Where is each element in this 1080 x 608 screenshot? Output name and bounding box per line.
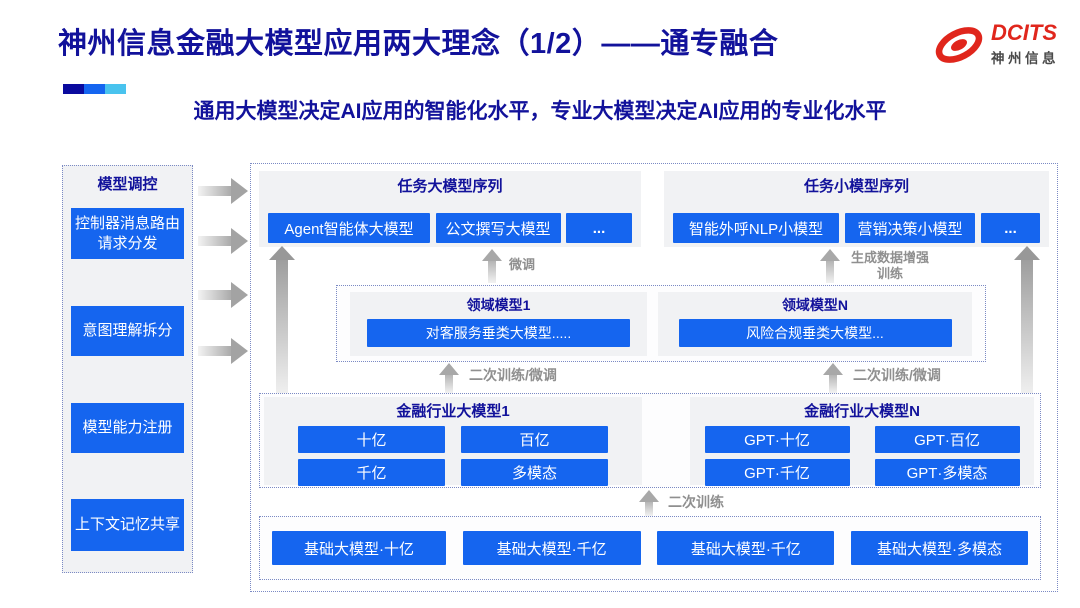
risk-compliance-model-box: 风险合规垂类大模型...: [678, 319, 952, 347]
fine-tune-label: 微调: [509, 257, 536, 272]
industry-model-n-panel: 金融行业大模型N GPT·十亿 GPT·百亿 GPT·千亿 GPT·多模态: [690, 397, 1034, 486]
model-architecture-container: 任务大模型序列 Agent智能体大模型 公文撰写大模型 ... 任务小模型序列 …: [250, 163, 1058, 592]
marketing-model-box: 营销决策小模型: [845, 213, 975, 243]
gpt-100b-box: GPT·千亿: [704, 459, 850, 486]
arrow-up-tall-right-icon: [1014, 246, 1040, 393]
retrain-left-label: 二次训练/微调: [469, 367, 557, 383]
industry-model-1-panel: 金融行业大模型1 十亿 百亿 千亿 多模态: [264, 397, 642, 486]
arrow-up-retrain-right-icon: [823, 363, 843, 393]
industry-models-box: 金融行业大模型1 十亿 百亿 千亿 多模态 金融行业大模型N GPT·十亿 GP…: [259, 393, 1041, 488]
company-logo: DCITS 神州信息: [933, 22, 1059, 67]
gpt-multimodal-box: GPT·多模态: [874, 459, 1020, 486]
title-underline-bars: [63, 84, 126, 94]
arrow-right-icon: [198, 178, 248, 204]
arrow-up-tall-left-icon: [269, 246, 295, 393]
agent-large-model-box: Agent智能体大模型: [268, 213, 430, 243]
arrow-up-augment-icon: [820, 249, 840, 283]
task-large-panel-title: 任务大模型序列: [397, 178, 503, 195]
logo-text: DCITS 神州信息: [991, 22, 1059, 67]
customer-service-model-box: 对客服务垂类大模型.....: [367, 319, 630, 347]
base-model-multimodal-box: 基础大模型·多模态: [850, 531, 1028, 565]
arrow-right-icon: [198, 228, 248, 254]
task-large-ellipsis-box: ...: [566, 213, 632, 243]
base-model-100b-box-b: 基础大模型·千亿: [657, 531, 835, 565]
retrain-right-label: 二次训练/微调: [853, 367, 941, 383]
model-control-sidebar: 模型调控 控制器消息路由请求分发 意图理解拆分 模型能力注册 上下文记忆共享: [62, 165, 193, 573]
industry-model-1-title: 金融行业大模型1: [396, 403, 510, 420]
domain-models-box: 领域模型1 对客服务垂类大模型..... 领域模型N 风险合规垂类大模型...: [336, 285, 986, 362]
sidebar-item-router: 控制器消息路由请求分发: [71, 208, 184, 259]
task-small-model-panel: 任务小模型序列 智能外呼NLP小模型 营销决策小模型 ...: [664, 171, 1049, 247]
industry-model-n-grid: GPT·十亿 GPT·百亿 GPT·千亿 GPT·多模态: [690, 426, 1034, 486]
dcits-swirl-icon: [935, 26, 983, 63]
arrow-right-icon: [198, 338, 248, 364]
doc-writing-model-box: 公文撰写大模型: [435, 213, 561, 243]
gpt-1b-box: GPT·十亿: [704, 426, 850, 453]
domain-model-1-panel: 领域模型1 对客服务垂类大模型.....: [350, 292, 647, 356]
task-small-buttons: 智能外呼NLP小模型 营销决策小模型 ...: [664, 213, 1049, 243]
arrow-right-icon: [198, 282, 248, 308]
arrow-up-finetune-icon: [482, 249, 502, 283]
scale-1b-box: 十亿: [298, 426, 445, 453]
task-small-ellipsis-box: ...: [981, 213, 1040, 243]
arrow-up-retrain-bottom-icon: [639, 490, 659, 516]
task-large-buttons: Agent智能体大模型 公文撰写大模型 ...: [259, 213, 641, 243]
arrow-up-retrain-left-icon: [439, 363, 459, 393]
logo-brand-cn: 神州信息: [991, 51, 1059, 66]
sidebar-title: 模型调控: [97, 176, 158, 193]
task-large-model-panel: 任务大模型序列 Agent智能体大模型 公文撰写大模型 ...: [259, 171, 641, 247]
scale-10b-box: 百亿: [461, 426, 608, 453]
sidebar-item-context: 上下文记忆共享: [71, 499, 184, 551]
page-title: 神州信息金融大模型应用两大理念（1/2）——通专融合: [58, 28, 779, 60]
task-small-panel-title: 任务小模型序列: [803, 178, 909, 195]
sidebar-item-intent: 意图理解拆分: [71, 306, 184, 356]
domain-model-n-panel: 领域模型N 风险合规垂类大模型...: [658, 292, 972, 356]
retrain-bottom-label: 二次训练: [668, 494, 724, 510]
multimodal-box: 多模态: [461, 459, 608, 486]
logo-brand: DCITS: [991, 20, 1057, 45]
base-models-box: 基础大模型·十亿 基础大模型·千亿 基础大模型·千亿 基础大模型·多模态: [259, 516, 1041, 580]
slide-subtitle: 通用大模型决定AI应用的智能化水平，专业大模型决定AI应用的专业化水平: [193, 100, 887, 123]
industry-model-n-title: 金融行业大模型N: [804, 403, 920, 420]
deco-bar-cyan: [105, 84, 126, 94]
industry-model-1-grid: 十亿 百亿 千亿 多模态: [264, 426, 642, 486]
domain-model-n-title: 领域模型N: [781, 297, 849, 313]
deco-bar-blue: [84, 84, 105, 94]
nlp-callout-model-box: 智能外呼NLP小模型: [673, 213, 839, 243]
scale-100b-box: 千亿: [298, 459, 445, 486]
gpt-10b-box: GPT·百亿: [874, 426, 1020, 453]
domain-model-1-title: 领域模型1: [466, 297, 531, 313]
base-model-1b-box: 基础大模型·十亿: [272, 531, 446, 565]
sidebar-item-register: 模型能力注册: [71, 403, 184, 453]
base-model-100b-box-a: 基础大模型·千亿: [462, 531, 641, 565]
deco-bar-navy: [63, 84, 84, 94]
gen-augment-label: 生成数据增强训练: [850, 250, 929, 282]
